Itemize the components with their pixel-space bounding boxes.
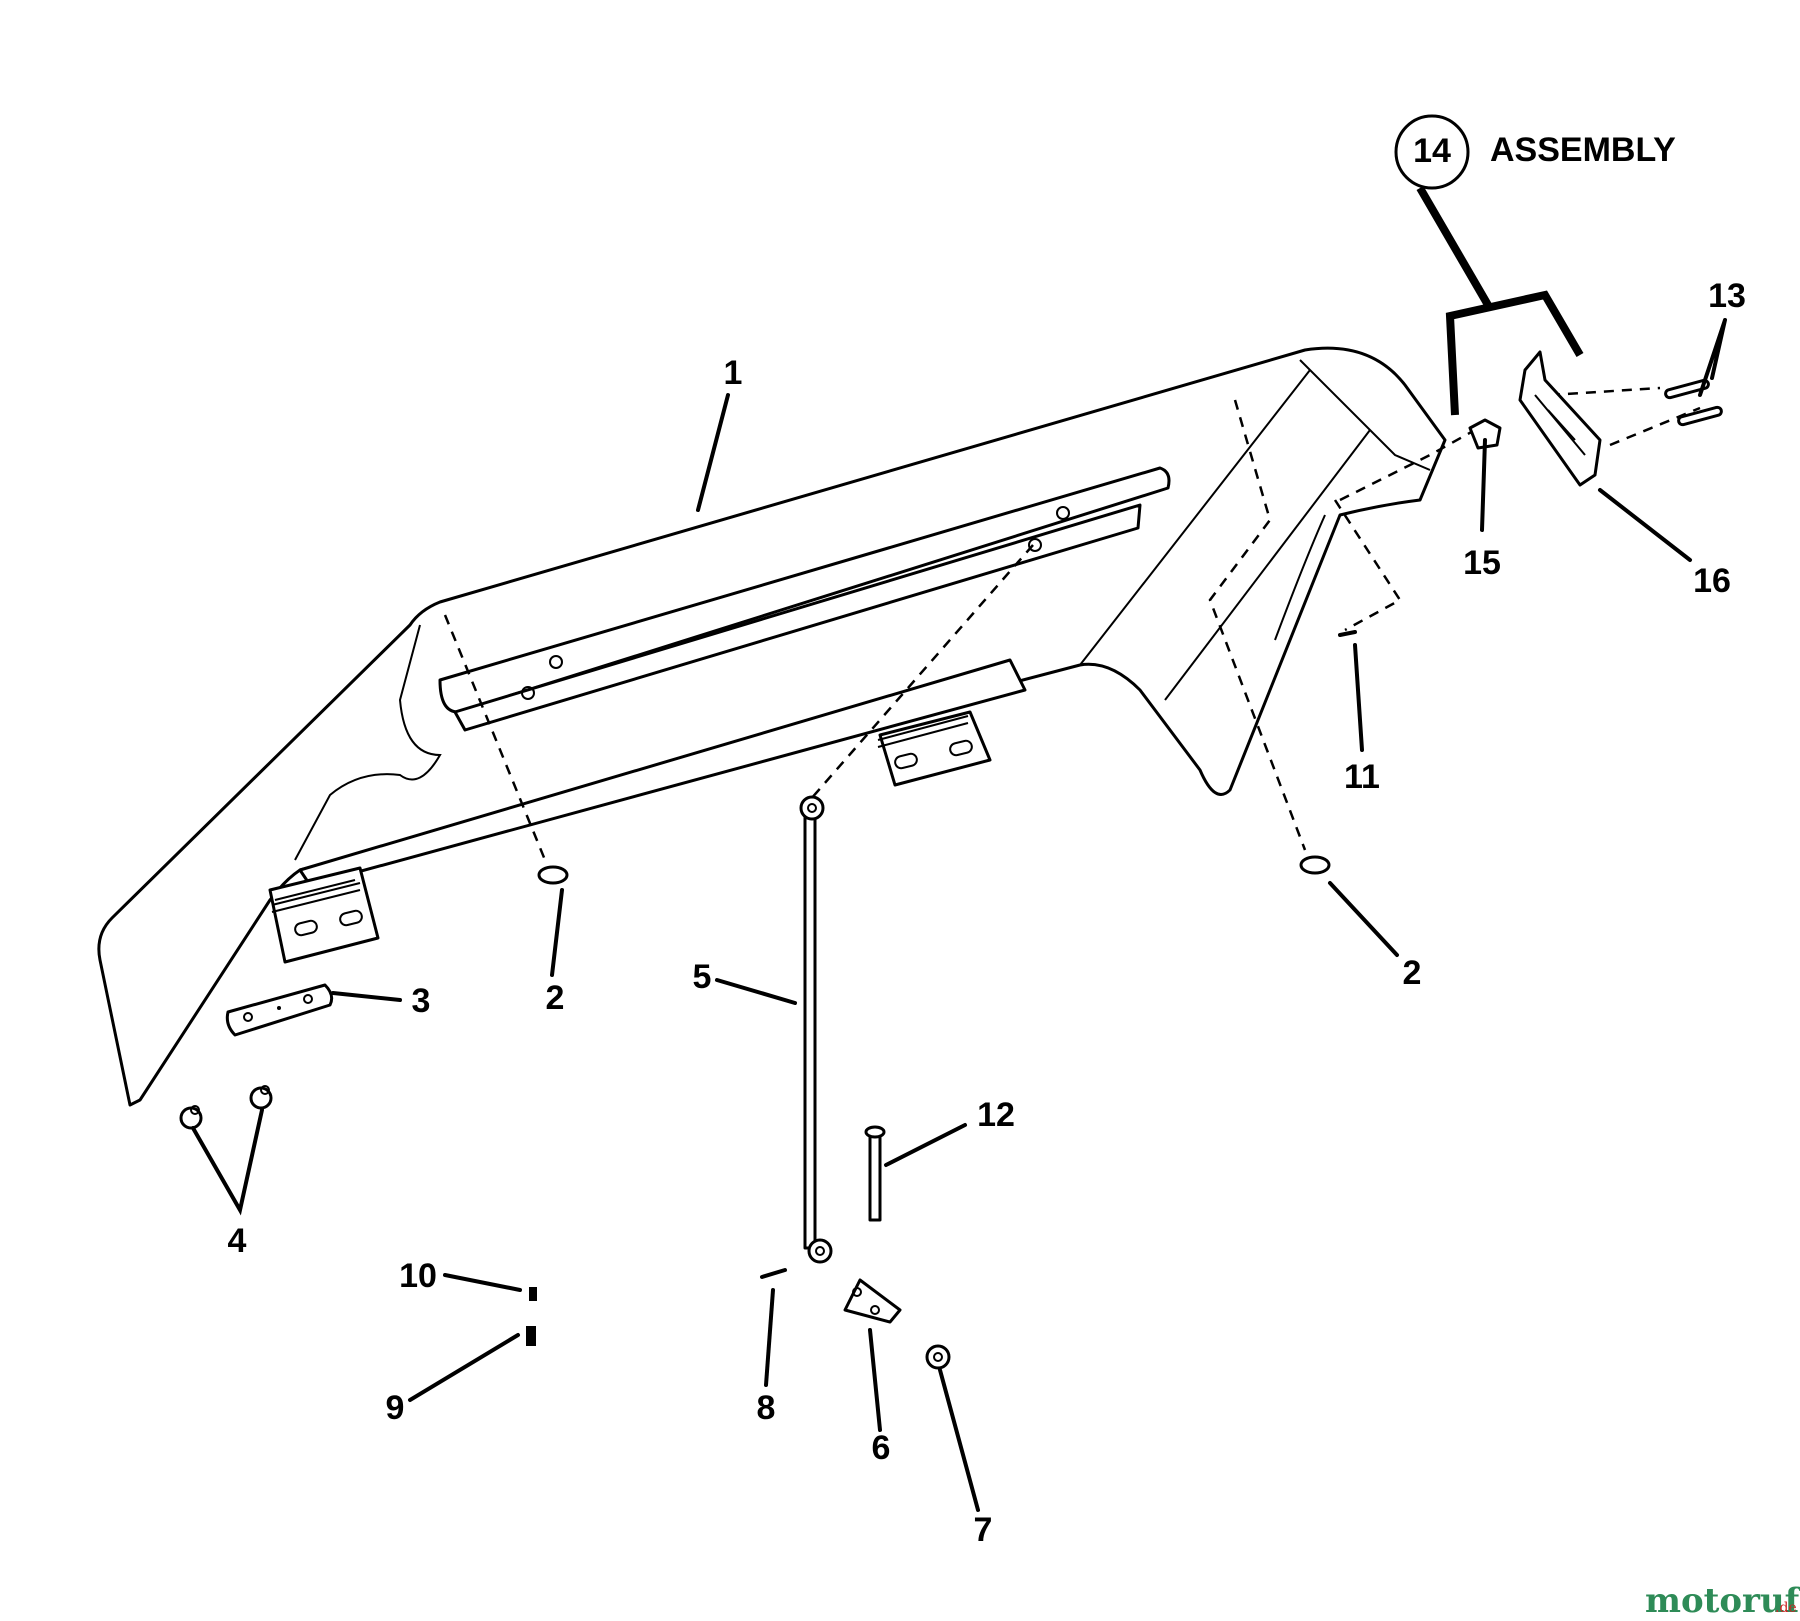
callout-7: 7	[974, 1511, 993, 1549]
callout-8: 8	[757, 1389, 776, 1427]
callout-16: 16	[1693, 562, 1731, 600]
latch	[1518, 350, 1602, 487]
callout-1: 1	[724, 354, 743, 392]
watermark-text: motoruf	[1645, 1581, 1800, 1621]
assembly-number: 14	[1413, 132, 1451, 170]
callout-3: 3	[412, 982, 431, 1020]
callout-5: 5	[693, 958, 712, 996]
hinge-strip	[225, 983, 334, 1037]
assembly-number-circle	[1394, 114, 1470, 190]
plug-left	[537, 865, 569, 885]
watermark-logo: motoruf .de	[1645, 1581, 1800, 1621]
leader-lines	[191, 318, 1727, 1512]
assembly-lines	[443, 386, 1701, 861]
callout-15: 15	[1463, 544, 1501, 582]
bolt	[868, 1133, 882, 1222]
bracket	[843, 1278, 902, 1324]
callout-13: 13	[1708, 277, 1746, 315]
callout-2-right: 2	[1403, 954, 1422, 992]
assembly-label: ASSEMBLY	[1490, 131, 1676, 169]
callout-4: 4	[228, 1222, 247, 1260]
hardware	[179, 350, 1723, 1370]
fender-shroud	[97, 346, 1447, 1107]
callout-9: 9	[386, 1389, 405, 1427]
support-rod	[803, 806, 817, 1250]
callout-12: 12	[977, 1096, 1015, 1134]
callout-labels: 1 2 2 3 4 5 6 7 8 9 10 11 12 13 15 16 14…	[228, 131, 1746, 1549]
knob	[1468, 418, 1502, 450]
callout-6: 6	[872, 1429, 891, 1467]
callout-10: 10	[399, 1257, 437, 1295]
plug-right	[1299, 855, 1331, 875]
callout-2-left: 2	[546, 979, 565, 1017]
watermark-tld: .de	[1775, 1600, 1797, 1616]
callout-11: 11	[1344, 758, 1380, 796]
assembly-14-bracket	[1394, 114, 1584, 416]
